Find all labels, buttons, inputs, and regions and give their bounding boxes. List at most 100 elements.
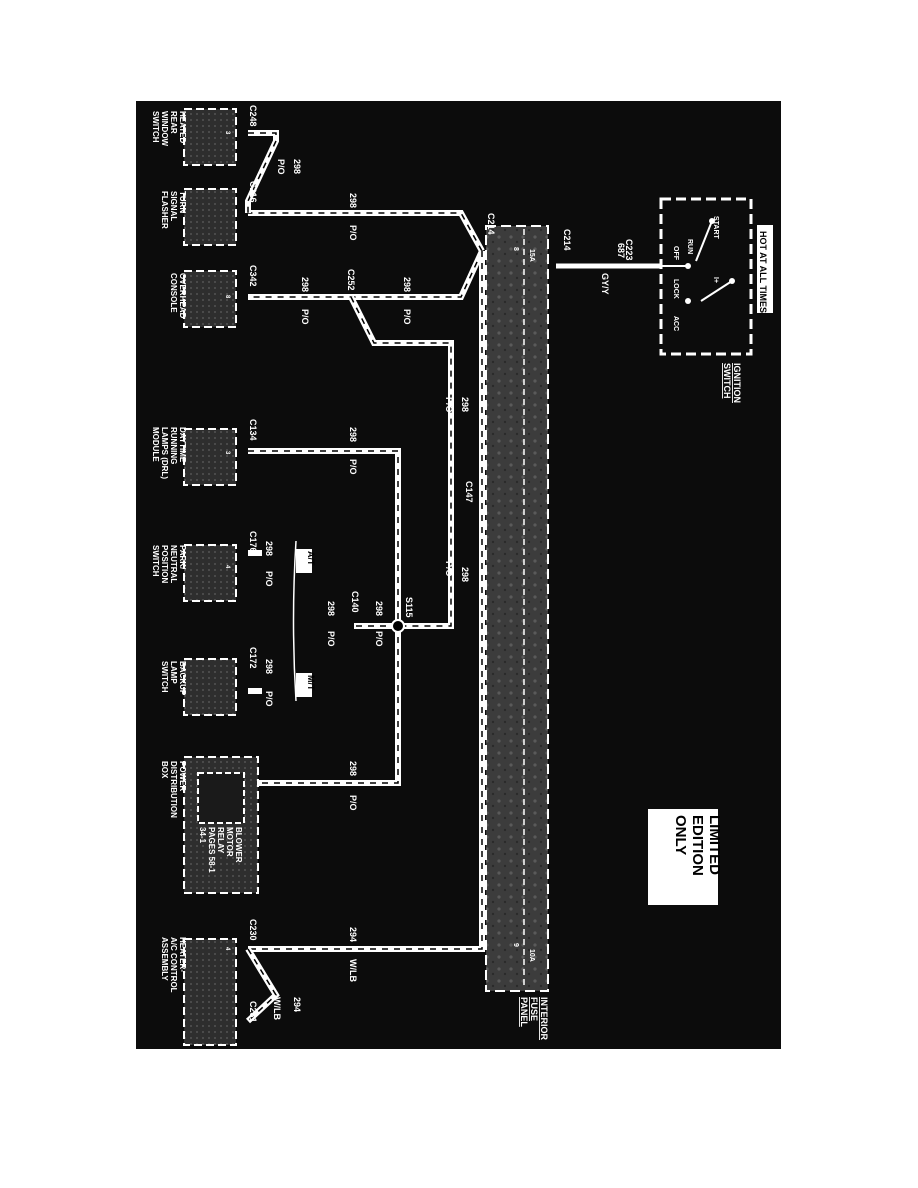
svg-text:LAMP: LAMP — [169, 661, 178, 684]
svg-text:687: 687 — [616, 243, 626, 258]
ignition-pos-lock: LOCK — [672, 279, 679, 299]
svg-text:P/O: P/O — [326, 631, 336, 647]
svg-text:P/O: P/O — [402, 309, 412, 325]
interior-fuse-panel-title: INTERIOR — [539, 997, 549, 1041]
svg-text:294: 294 — [348, 927, 358, 942]
hot-at-all-times-label: HOT AT ALL TIMES — [758, 231, 768, 313]
svg-text:SWITCH: SWITCH — [151, 545, 160, 577]
svg-text:HEATED: HEATED — [178, 111, 187, 144]
svg-text:WINDOW: WINDOW — [160, 111, 169, 147]
svg-text:PANEL: PANEL — [519, 997, 529, 1027]
svg-text:298: 298 — [460, 567, 470, 582]
svg-text:P/O: P/O — [348, 795, 358, 811]
svg-text:4: 4 — [224, 947, 230, 951]
svg-text:PARK/: PARK/ — [178, 545, 187, 570]
svg-text:POSITION: POSITION — [160, 545, 169, 583]
svg-text:C172: C172 — [248, 647, 258, 669]
ignition-pos-i: I+ — [712, 277, 719, 283]
svg-text:P/O: P/O — [276, 159, 286, 175]
svg-text:10A: 10A — [528, 949, 535, 962]
svg-text:HEATER-: HEATER- — [178, 937, 187, 972]
interior-fuse-panel: 15A 8 10A 9 — [485, 225, 549, 992]
ignition-pos-off: OFF — [672, 246, 679, 261]
svg-text:C214: C214 — [562, 229, 572, 251]
svg-text:SWITCH: SWITCH — [722, 363, 732, 399]
svg-text:298: 298 — [264, 659, 274, 674]
trans-tag-at: A/T — [296, 549, 316, 573]
svg-text:C231: C231 — [248, 1001, 258, 1023]
svg-text:298: 298 — [264, 541, 274, 556]
ignition-pos-start: START — [712, 216, 719, 240]
svg-text:C252: C252 — [346, 269, 356, 291]
svg-text:8: 8 — [512, 247, 519, 251]
svg-text:W/LB: W/LB — [348, 959, 358, 982]
svg-text:C230: C230 — [248, 919, 258, 941]
svg-text:OVERHEAD: OVERHEAD — [178, 273, 187, 319]
svg-text:C214: C214 — [486, 213, 496, 235]
svg-text:DAYTIME: DAYTIME — [178, 427, 187, 463]
svg-text:3: 3 — [224, 131, 230, 135]
svg-text:MOTOR: MOTOR — [225, 827, 234, 857]
svg-text:S115: S115 — [404, 597, 414, 618]
svg-text:8: 8 — [224, 295, 230, 299]
svg-text:298: 298 — [326, 601, 336, 616]
svg-text:298: 298 — [348, 761, 358, 776]
svg-text:P/O: P/O — [300, 309, 310, 325]
svg-text:A/C CONTROL: A/C CONTROL — [169, 937, 178, 993]
svg-text:ASSEMBLY: ASSEMBLY — [160, 937, 169, 981]
svg-text:9: 9 — [512, 943, 519, 947]
svg-text:P/O: P/O — [264, 691, 274, 707]
svg-text:P/O: P/O — [348, 459, 358, 475]
component-overhead-console: C342 8 OVERHEAD CONSOLE — [169, 265, 258, 328]
component-drl-module: C134 3 DAYTIME RUNNING LAMPS (DRL) MODUL… — [151, 419, 258, 486]
svg-text:RUNNING: RUNNING — [169, 427, 178, 464]
svg-text:TURN: TURN — [178, 191, 187, 213]
svg-text:M/T: M/T — [306, 675, 316, 691]
svg-text:FUSE: FUSE — [529, 997, 539, 1021]
svg-text:C223: C223 — [624, 239, 634, 261]
svg-text:LIMITED: LIMITED — [706, 815, 723, 875]
svg-text:4: 4 — [224, 565, 230, 569]
svg-text:C147: C147 — [464, 481, 474, 503]
hot-label-box — [757, 225, 773, 313]
svg-text:ONLY: ONLY — [672, 815, 689, 855]
svg-text:FLASHER: FLASHER — [160, 191, 169, 229]
svg-text:C248: C248 — [248, 105, 258, 127]
svg-text:298: 298 — [292, 159, 302, 174]
svg-text:MODULE: MODULE — [151, 427, 160, 462]
svg-text:NEUTRAL: NEUTRAL — [169, 545, 178, 583]
wiring-diagram: START RUN OFF LOCK ACC I+ HOT AT ALL TIM… — [136, 101, 781, 1049]
limited-edition-box: LIMITED EDITION ONLY — [648, 809, 723, 905]
svg-text:P/O: P/O — [444, 397, 454, 413]
svg-text:C134: C134 — [248, 419, 258, 441]
svg-text:BOX: BOX — [160, 761, 169, 779]
svg-text:BLOWER: BLOWER — [234, 827, 243, 863]
svg-text:34-1: 34-1 — [198, 827, 207, 844]
svg-text:GY/Y: GY/Y — [600, 273, 610, 295]
wire-harness — [245, 130, 485, 1024]
ignition-switch-title: IGNITION — [732, 363, 742, 403]
svg-text:298: 298 — [348, 427, 358, 442]
svg-text:15A: 15A — [528, 249, 535, 262]
svg-text:EDITION: EDITION — [689, 815, 706, 876]
svg-text:3: 3 — [224, 451, 230, 455]
svg-text:C176: C176 — [248, 531, 258, 553]
splice-s115 — [391, 619, 405, 633]
ignition-switch: START RUN OFF LOCK ACC I+ — [656, 197, 753, 356]
ignition-pos-run: RUN — [686, 239, 693, 254]
svg-text:C140: C140 — [350, 591, 360, 613]
svg-text:298: 298 — [300, 277, 310, 292]
svg-text:294: 294 — [292, 997, 302, 1012]
svg-text:DISTRIBUTION: DISTRIBUTION — [169, 761, 178, 818]
svg-text:A/T: A/T — [306, 551, 316, 566]
svg-text:BACKUP: BACKUP — [178, 661, 187, 696]
svg-text:298: 298 — [348, 193, 358, 208]
svg-text:298: 298 — [460, 397, 470, 412]
svg-text:298: 298 — [402, 277, 412, 292]
svg-text:C216: C216 — [248, 181, 258, 203]
svg-text:C342: C342 — [248, 265, 258, 287]
svg-text:PAGES 58-1: PAGES 58-1 — [207, 827, 216, 873]
svg-text:SWITCH: SWITCH — [151, 111, 160, 143]
component-heated-rear-window-switch: C248 3 HEATED REAR WINDOW SWITCH — [151, 105, 258, 166]
svg-text:REAR: REAR — [169, 111, 178, 134]
